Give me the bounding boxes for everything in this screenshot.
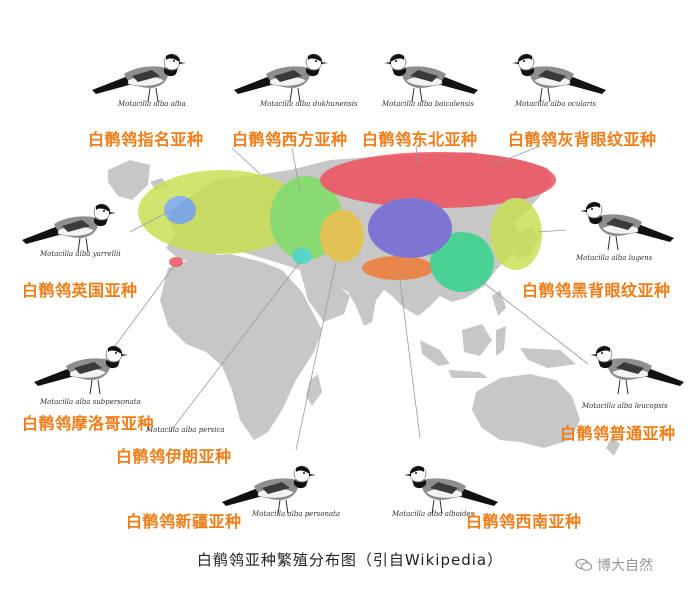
leader-lines [89,145,589,451]
bird-illustrations [22,53,684,515]
bird-leucopsis [590,345,684,395]
africa-land [160,254,322,440]
bird-lugens [580,201,674,251]
leader-baicalensis [415,145,419,165]
bird-ocularis [512,53,606,103]
bird-alboides [404,465,498,515]
bird-yarrellii [22,203,116,253]
label-alboides: 白鹡鸰西南亚种 [466,512,582,531]
latin-name-personata: Motacilla alba personata [252,510,341,518]
madagascar-land [306,374,322,406]
region-leucopsis [430,232,494,292]
latin-name-alboides: Motacilla alba alboides [392,510,475,518]
source-watermark: 博大自然 [575,555,653,575]
latin-name-persica: Motacilla alba persica [146,426,225,434]
label-personata: 白鹡鸰新疆亚种 [126,512,242,531]
region-alboides [362,256,434,280]
region-personata [320,210,364,262]
leader-ocularis [489,145,541,167]
bird-personata [222,465,316,515]
label-ocularis: 白鹡鸰灰背眼纹亚种 [508,130,657,149]
sumatra-land [420,340,450,366]
label-alba: 白鹡鸰指名亚种 [88,130,204,149]
latin-name-baicalensis: Motacilla alba baicalensis [382,100,474,108]
region-lugens [490,198,542,270]
leader-leucopsis [479,279,589,365]
sulawesi-land [496,326,506,356]
label-subpersonata: 白鹡鸰摩洛哥亚种 [22,414,155,433]
new-zealand-land [606,436,620,456]
philippines-land [492,290,506,316]
leader-yarrellii [129,209,173,233]
bird-alba [92,53,186,103]
breeding-regions [138,152,556,292]
region-subpersonata [169,257,183,267]
label-lugens: 白鹡鸰黑背眼纹亚种 [522,281,671,300]
leader-persica [169,261,301,433]
region-persica [292,248,312,264]
region-yarrellii [164,196,196,224]
leader-alboides [399,279,421,439]
leader-alba [231,147,261,175]
bird-subpersonata [34,345,128,395]
bird-dukhunensis [234,53,328,103]
leader-lugens [537,229,567,233]
latin-name-alba: Motacilla alba alba [118,100,186,108]
watermark-text: 博大自然 [597,558,653,574]
leader-personata [295,261,337,451]
wechat-icon [575,558,593,571]
bird-baicalensis [384,53,478,103]
borneo-land [462,324,492,356]
figure-caption: 白鹡鸰亚种繁殖分布图（引自Wikipedia） [196,551,504,569]
label-dukhunensis: 白鹡鸰西方亚种 [232,130,348,149]
latin-name-subpersonata: Motacilla alba subpersonata [40,398,141,406]
greenland-land [108,160,150,200]
latin-name-ocularis: Motacilla alba ocularis [515,100,596,108]
label-baicalensis: 白鹡鸰东北亚种 [362,130,478,149]
region-alba [138,170,306,254]
latin-name-dukhunensis: Motacilla alba dukhunensis [260,100,358,108]
new-guinea-land [520,348,576,368]
australia-land [472,374,580,448]
arabia-land [300,270,350,322]
leader-dukhunensis [291,147,301,193]
region-central [368,198,452,258]
label-leucopsis: 白鹡鸰普通亚种 [560,424,676,443]
region-ocularis [448,160,552,192]
java-land [448,370,488,378]
latin-name-leucopsis: Motacilla alba leucopsis [582,402,668,410]
latin-name-yarrellii: Motacilla alba yarrellii [40,250,121,258]
latin-name-lugens: Motacilla alba lugens [576,254,653,262]
label-persica: 白鹡鸰伊朗亚种 [116,447,232,466]
label-yarrellii: 白鹡鸰英国亚种 [22,281,138,300]
